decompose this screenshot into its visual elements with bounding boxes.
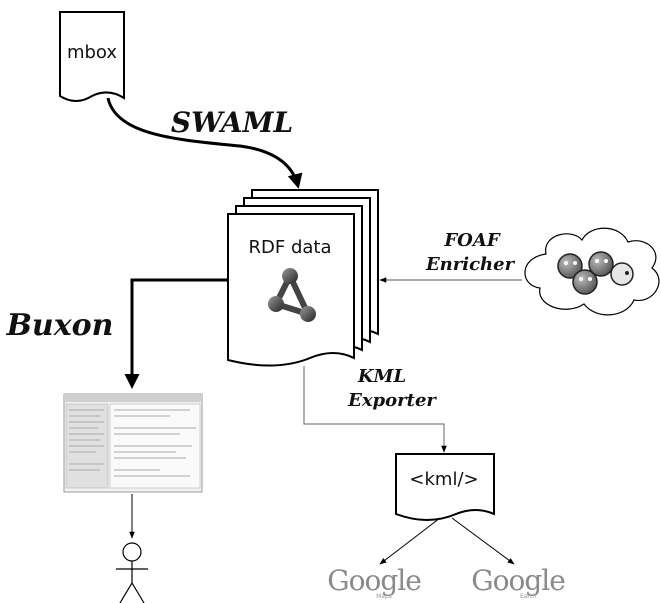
earth-arrow xyxy=(451,517,515,565)
rdf-data-document: RDF data xyxy=(227,189,379,367)
google-earth-logo: Google Earth xyxy=(471,564,566,600)
kml-document: <kml/> xyxy=(395,453,495,521)
google-maps-wordmark: Google xyxy=(327,564,421,597)
mbox-label: mbox xyxy=(67,42,117,63)
swaml-label: SWAML xyxy=(171,106,293,139)
google-earth-sub: Earth xyxy=(520,593,536,600)
google-maps-sub: Maps xyxy=(376,593,392,600)
kml-label-line1: KML xyxy=(357,366,406,387)
swaml-arrow xyxy=(106,97,303,189)
mbox-document: mbox xyxy=(59,11,125,102)
foaf-label-line2: Enricher xyxy=(425,254,516,275)
kml-exporter-arrow xyxy=(303,366,447,453)
kml-label: <kml/> xyxy=(409,469,478,490)
buxon-screenshot-icon xyxy=(63,393,203,493)
rdf-graph-icon xyxy=(268,268,316,322)
stick-figure-icon xyxy=(116,542,148,603)
rdf-data-label: RDF data xyxy=(249,237,332,258)
kml-label-line2: Exporter xyxy=(347,390,437,411)
google-earth-wordmark: Google xyxy=(471,564,565,597)
foaf-label-line1: FOAF xyxy=(443,230,500,251)
buxon-label: Buxon xyxy=(6,308,114,343)
google-maps-logo: Google Maps xyxy=(327,564,422,600)
foaf-cloud-icon xyxy=(524,227,660,316)
buxon-arrow xyxy=(124,278,228,389)
maps-arrow xyxy=(379,517,441,565)
